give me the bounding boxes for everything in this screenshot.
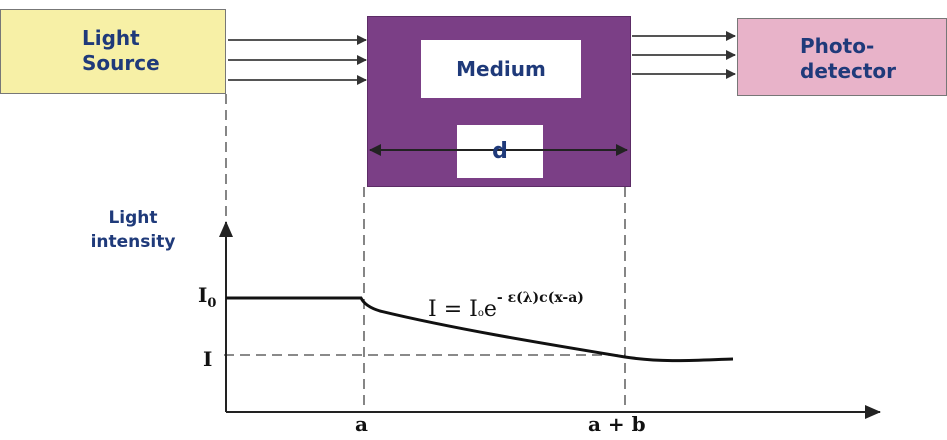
medium-label-panel (421, 40, 581, 98)
equation-exponent: - ε(λ)c(x-a) (496, 290, 584, 306)
transmitted-light-rays (632, 31, 736, 79)
tick-i0: I0 (198, 283, 216, 311)
light-source-label-line2: Source (82, 51, 160, 75)
incident-light-rays (228, 35, 367, 85)
equation-lhs: I (428, 297, 437, 322)
light-source-box (0, 9, 226, 94)
beer-lambert-equation: I = Ioe- ε(λ)c(x-a) (428, 290, 584, 322)
y-axis-label-line2: intensity (90, 232, 176, 252)
light-source-label: Light Source (82, 26, 160, 76)
light-source-label-line1: Light (82, 26, 140, 50)
y-axis-label: Light intensity (78, 206, 188, 254)
tick-i0-text: I0 (198, 283, 217, 311)
intensity-curve (226, 296, 734, 363)
equation-equals: = (443, 297, 463, 322)
medium-label: Medium (456, 57, 546, 81)
photodetector-label-line2: detector (800, 59, 897, 83)
tick-i0-subscript: 0 (207, 296, 217, 311)
y-axis-label-line1: Light (108, 208, 158, 228)
tick-a-plus-b: a + b (588, 412, 646, 436)
photodetector-label: Photo- detector (800, 34, 896, 84)
equation-coef: I (469, 297, 478, 322)
photodetector-label-line1: Photo- (800, 34, 875, 58)
tick-a: a (355, 412, 368, 436)
equation-base: e (483, 297, 497, 322)
equation-coef-sub: o (477, 308, 484, 319)
dashed-guides (224, 94, 626, 410)
thickness-label: d (492, 139, 508, 164)
tick-i: I (203, 347, 213, 371)
